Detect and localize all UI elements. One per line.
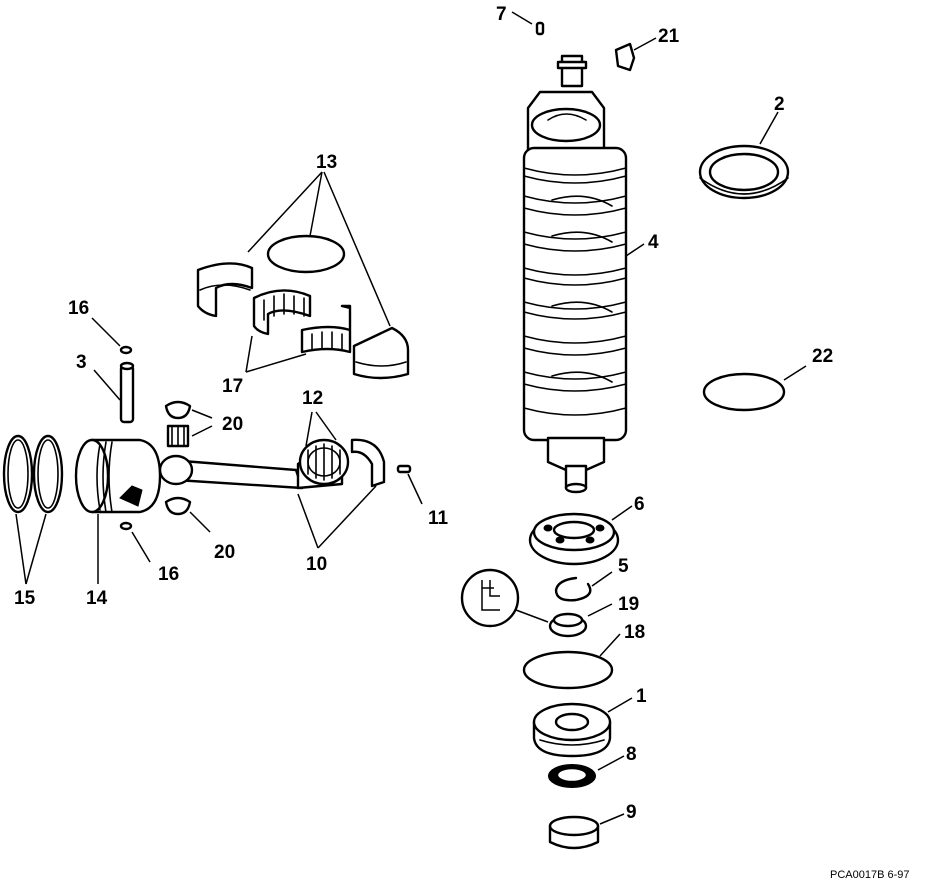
callout-4: 4 [648, 232, 659, 253]
key-21 [614, 42, 636, 72]
drawing-code: PCA0017B 6-97 [830, 869, 910, 880]
callout-5: 5 [618, 556, 629, 577]
callout-3: 3 [76, 352, 87, 373]
woodruff-key-7 [535, 21, 545, 36]
piston-14 [74, 438, 162, 514]
wrist-pin-3 [119, 361, 135, 424]
piston-rings-15 [2, 434, 64, 514]
crank-bands [523, 167, 627, 416]
callout-19: 19 [618, 594, 639, 615]
needle-bearing-cages-17 [252, 289, 352, 354]
callout-labels: 7 21 2 13 4 16 22 3 17 12 20 6 11 20 10 … [14, 4, 910, 880]
callout-8: 8 [626, 744, 637, 765]
callout-22: 22 [812, 346, 833, 367]
cap-screw-11 [396, 464, 412, 474]
callout-14: 14 [86, 588, 108, 609]
callout-20-top: 20 [222, 414, 243, 435]
sleeve-9 [548, 815, 600, 850]
o-ring-22 [702, 372, 786, 412]
callout-16-bottom: 16 [158, 564, 179, 585]
pin-bearings-20 [164, 400, 192, 516]
callout-2: 2 [774, 94, 785, 115]
roller-bearing-12 [298, 438, 350, 486]
callout-10: 10 [306, 554, 327, 575]
pin-retainer-16-bottom [119, 521, 133, 531]
seal-ring-2 [698, 144, 790, 200]
callout-13: 13 [316, 152, 337, 173]
callout-11: 11 [428, 508, 449, 529]
callout-18: 18 [624, 622, 645, 643]
callout-21: 21 [658, 26, 680, 47]
detail-inset [460, 568, 549, 628]
callout-12: 12 [302, 388, 323, 409]
callout-6: 6 [634, 494, 645, 515]
pin-retainer-16-top [119, 345, 133, 355]
callout-1: 1 [636, 686, 647, 707]
seal-19 [548, 612, 588, 638]
callout-15: 15 [14, 588, 36, 609]
callout-20-bottom: 20 [214, 542, 235, 563]
bearing-halves-13 [196, 234, 410, 380]
crankshaft [522, 54, 628, 494]
callout-7: 7 [496, 4, 507, 25]
retaining-ring-5 [554, 576, 592, 602]
oil-seal-8 [548, 764, 596, 788]
ball-bearing-6 [528, 512, 620, 566]
callout-16-top: 16 [68, 298, 89, 319]
callout-17: 17 [222, 376, 243, 397]
leader-lines [15, 11, 807, 825]
bearing-housing-1 [532, 702, 612, 758]
connecting-rod-10 [158, 438, 386, 490]
callout-9: 9 [626, 802, 637, 823]
o-ring-18 [522, 650, 614, 690]
